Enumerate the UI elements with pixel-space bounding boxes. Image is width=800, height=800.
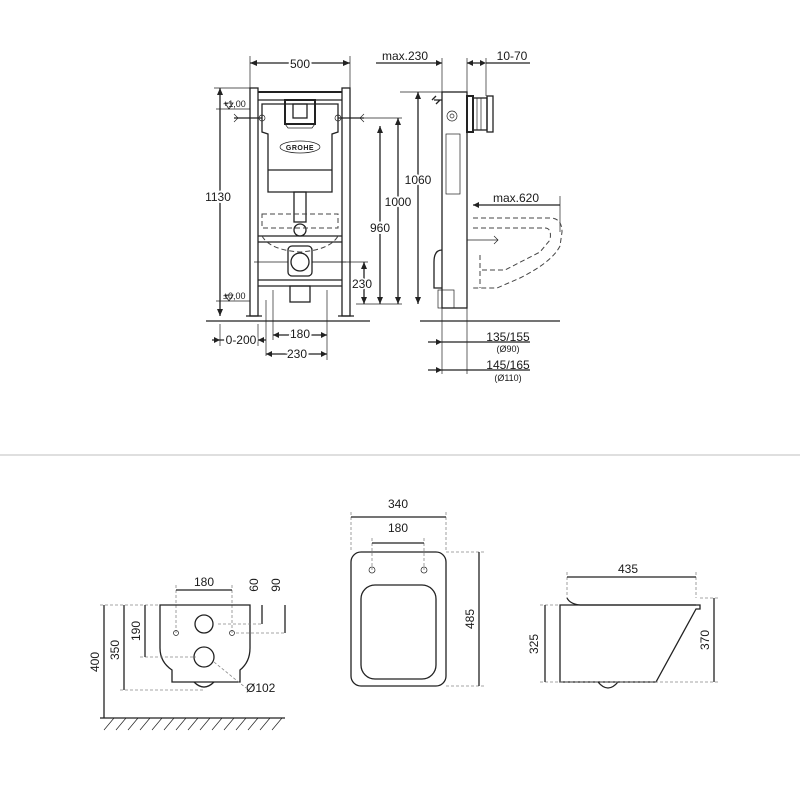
plate-range-label: 10-70	[497, 49, 528, 63]
total-height-label: 1060	[405, 173, 432, 187]
side-height-front-label: 325	[527, 634, 541, 654]
top-width-label: 340	[388, 497, 408, 511]
frame-front-view: 500 GROHE	[203, 55, 560, 363]
leg-adjust-label: 0-200	[226, 333, 257, 347]
rear-outlet-dia-label: Ø102	[246, 681, 276, 695]
depth-max-label: max.230	[382, 49, 428, 63]
rear-dim60-label: 60	[247, 578, 261, 592]
top-hole-spacing-label: 180	[388, 521, 408, 535]
bowl-side-view: 435 325 370	[527, 562, 720, 689]
frame-side-view: max.230 10-70 max.620 1060	[376, 49, 563, 383]
pipe110-label: 145/165	[486, 358, 530, 372]
brand-logo: GROHE	[286, 145, 314, 152]
bowl-rear-view: 180 60 90 190 350 400 Ø102	[88, 575, 286, 731]
pipe90-dia-label: (Ø90)	[496, 344, 519, 354]
rear-dim400-label: 400	[88, 652, 102, 672]
frame-height-label: 1130	[205, 190, 231, 204]
outlet-height-label: 230	[352, 277, 372, 291]
side-length-label: 435	[618, 562, 638, 576]
pipe90-label: 135/155	[486, 330, 530, 344]
bowl-top-view: 340 180 485	[350, 497, 485, 687]
bowl-max-label: max.620	[493, 191, 539, 205]
side-height-rear-label: 370	[698, 630, 712, 650]
outlet-spacing-label: 230	[287, 347, 307, 361]
pipe110-dia-label: (Ø110)	[494, 373, 521, 383]
rear-width-label: 180	[194, 575, 214, 589]
level-floor-label: ±0,00	[223, 291, 245, 301]
rear-dim190-label: 190	[129, 621, 143, 641]
inlet-height2-label: 960	[370, 221, 390, 235]
outlet-width-label: 180	[290, 327, 310, 341]
top-length-label: 485	[463, 609, 477, 629]
rear-dim350-label: 350	[108, 640, 122, 660]
level-top-label: +1,00	[223, 99, 246, 109]
rear-dim90-label: 90	[269, 578, 283, 592]
frame-width-label: 500	[290, 57, 310, 71]
inlet-height-label: 1000	[385, 195, 412, 209]
